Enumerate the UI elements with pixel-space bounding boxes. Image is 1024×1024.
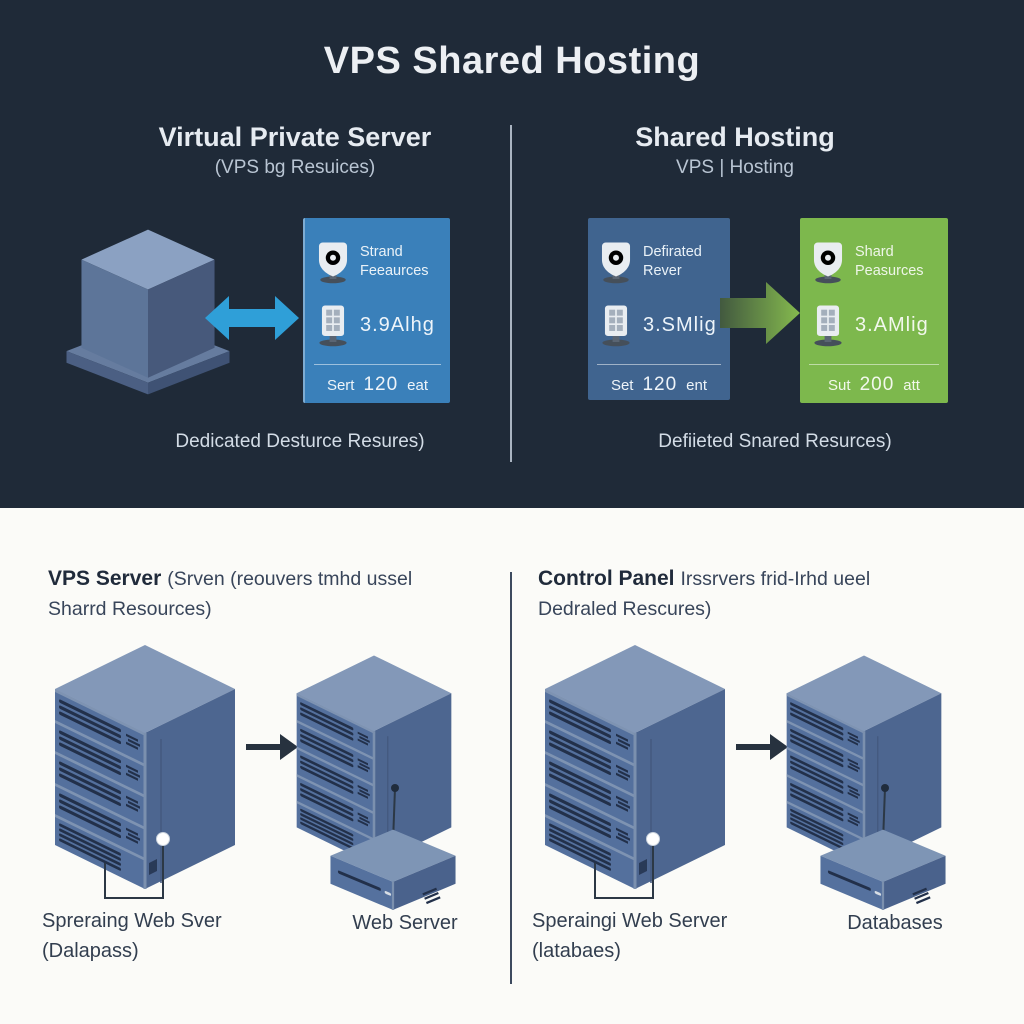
footer-word: ent — [686, 377, 708, 394]
control-panel-server-diagram — [543, 643, 947, 912]
web-server-label: Web Server — [352, 912, 458, 934]
card-row-resources: Strand Feeaurces — [305, 218, 450, 293]
card-divider — [314, 364, 441, 365]
monitor-grid-icon — [599, 302, 633, 348]
label-line: Speraingi Web Server — [532, 910, 728, 932]
footer-value: 120 — [363, 374, 399, 395]
vps-server-title: VPS Server(Srven (reouvers tmhd ussel Sh… — [48, 564, 488, 624]
feature-label: Strand Feeaurces — [360, 243, 429, 280]
shield-gear-icon — [599, 239, 633, 285]
footer-word: att — [903, 377, 920, 394]
shared-hosting-heading: Shared Hosting — [635, 122, 835, 152]
footer-value: 200 — [859, 374, 895, 395]
shared-hosting-subheading: VPS | Hosting — [676, 157, 794, 178]
vps-server-diagram — [53, 643, 457, 912]
page-title: VPS Shared Hosting — [323, 40, 701, 82]
footer-value: 120 — [642, 374, 678, 395]
title-rest: (Srven (reouvers tmhd ussel — [167, 568, 413, 590]
footer-word: Sut — [828, 377, 851, 394]
card-divider — [809, 364, 939, 365]
title-rest: Irssrvers frid-Irhd ueel — [680, 568, 871, 590]
card-row-spec: 3.SMlig — [588, 293, 730, 357]
label-line: (Dalapass) — [42, 940, 139, 962]
title-bold: VPS Server — [48, 567, 162, 590]
card-divider — [597, 364, 721, 365]
shared-caption: Defiieted Snared Resurces) — [658, 431, 892, 452]
vps-heading: Virtual Private Server — [158, 122, 432, 152]
footer-word: Set — [610, 377, 634, 394]
dedicated-server-card: Defirated Rever 3.SMlig Set 120 ent — [588, 218, 730, 400]
card-row-resources: Shard Peasurces — [800, 218, 948, 293]
control-panel-server-label: Speraingi Web Server (latabaes) — [532, 906, 727, 966]
monitor-grid-icon — [316, 302, 350, 348]
shield-gear-icon — [316, 239, 350, 285]
footer-word: eat — [407, 377, 429, 394]
feature-line: Defirated — [643, 244, 702, 261]
card-footer: Sert 120 eat — [305, 374, 450, 396]
comparison-section: VPS Shared Hosting Virtual Private Serve… — [0, 0, 1024, 508]
card-footer: Set 120 ent — [588, 374, 730, 396]
spec-value: 3.9Alhg — [360, 313, 435, 336]
shared-resources-card: Shard Peasurces 3.AMlig Sut 200 att — [800, 218, 948, 403]
bidirectional-arrow-icon — [203, 290, 301, 346]
footer-word: Sert — [326, 377, 355, 394]
label-line: (latabaes) — [532, 940, 621, 962]
title-line2: Sharrd Resources) — [48, 598, 212, 620]
feature-line: Peasurces — [855, 263, 924, 279]
card-row-resources: Defirated Rever — [588, 218, 730, 293]
transition-arrow-icon — [720, 276, 802, 350]
spec-value: 3.SMlig — [643, 313, 717, 336]
feature-label: Shard Peasurces — [855, 243, 924, 280]
card-row-spec: 3.AMlig — [800, 293, 948, 357]
feature-line: Rever — [643, 263, 682, 279]
shield-gear-icon — [811, 239, 845, 285]
panel-divider — [510, 572, 512, 984]
vps-caption: Dedicated Desturce Resures) — [175, 431, 425, 452]
vps-subheading: (VPS bg Resuices) — [214, 157, 376, 178]
label-line: Spreraing Web Sver — [42, 910, 222, 932]
vps-resources-card: Strand Feeaurces 3.9Alhg Sert 120 eat — [303, 218, 450, 403]
feature-line: Shard — [855, 244, 894, 261]
feature-line: Strand — [360, 244, 403, 261]
feature-label: Defirated Rever — [643, 243, 702, 280]
architecture-section: VPS Server(Srven (reouvers tmhd ussel Sh… — [0, 508, 1024, 1024]
spec-value: 3.AMlig — [855, 313, 929, 336]
card-footer: Sut 200 att — [800, 374, 948, 396]
title-line2: Dedraled Rescures) — [538, 598, 712, 620]
feature-line: Feeaurces — [360, 263, 429, 279]
column-divider — [510, 125, 512, 462]
monitor-grid-icon — [811, 302, 845, 348]
databases-label: Databases — [847, 912, 943, 934]
vps-server-label: Spreraing Web Sver (Dalapass) — [42, 906, 222, 966]
card-row-spec: 3.9Alhg — [305, 293, 450, 357]
title-bold: Control Panel — [538, 567, 675, 590]
